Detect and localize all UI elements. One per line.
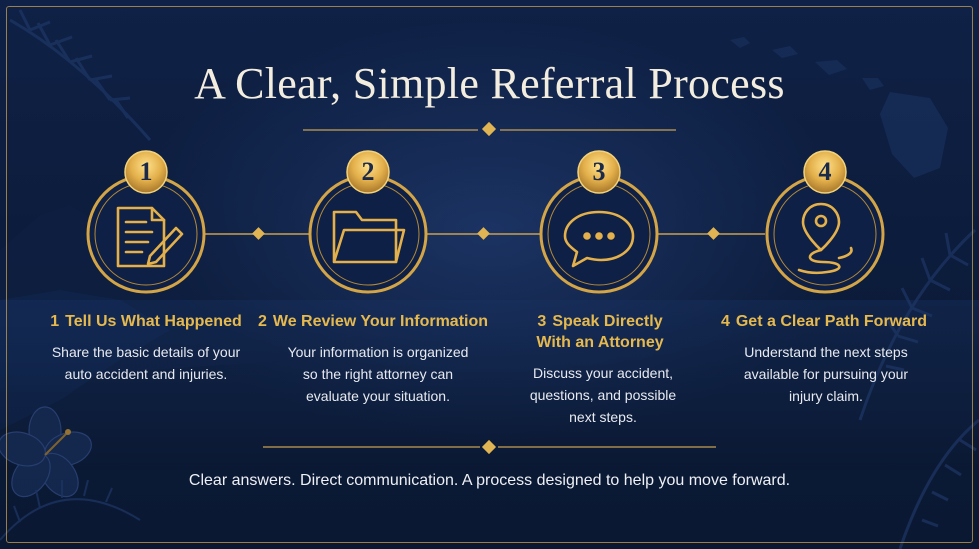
folder-icon	[332, 210, 406, 264]
step-2-description: Your information is organized so the rig…	[287, 344, 469, 404]
step-4-title: 4 Get a Clear Path Forward	[706, 311, 942, 332]
map-pin-path-icon	[797, 202, 853, 275]
step-1-title: 1 Tell Us What Happened	[30, 311, 262, 332]
step-4-title-text: Get a Clear Path Forward	[735, 313, 928, 330]
step-1-title-text: Tell Us What Happened	[65, 313, 242, 330]
footer-divider	[263, 439, 716, 455]
palm-fronds-right	[858, 228, 979, 549]
step-4-number-badge: 4	[818, 157, 832, 186]
step-1-number-badge: 1	[139, 157, 153, 186]
chat-bubble-icon	[563, 210, 635, 268]
step-3-number-badge: 3	[592, 157, 606, 186]
document-pen-icon	[116, 206, 184, 268]
step-2-title-text: We Review Your Information	[272, 313, 489, 330]
leaf-bottom-left	[0, 479, 141, 541]
step-1-description: Share the basic details of your auto acc…	[51, 344, 241, 382]
step-4-description: Understand the next steps available for …	[743, 344, 909, 404]
hibiscus-flower	[0, 406, 92, 498]
title-divider	[303, 121, 676, 137]
step-3-title-text: Speak Directly With an Attorney	[536, 313, 664, 351]
step-3-description: Discuss your accident, questions, and po…	[529, 365, 677, 425]
step-2-medallion	[308, 150, 428, 294]
islands-silhouette	[730, 37, 948, 178]
step-2-title: 2 We Review Your Information	[255, 311, 491, 332]
step-3-medallion	[539, 150, 659, 294]
page-title: A Clear, Simple Referral Process	[194, 59, 785, 108]
footer-tagline: Clear answers. Direct communication. A p…	[188, 472, 791, 489]
step-1-medallion	[86, 150, 206, 294]
step-4-title-number: 4	[720, 313, 730, 330]
step-4-medallion	[765, 150, 885, 294]
step-1-title-number: 1	[50, 313, 60, 330]
step-2-number-badge: 2	[361, 157, 375, 186]
step-connector	[205, 227, 765, 240]
step-2-title-number: 2	[257, 313, 267, 330]
step-3-title-number: 3	[537, 313, 547, 330]
palm-fronds-left	[9, 9, 152, 141]
